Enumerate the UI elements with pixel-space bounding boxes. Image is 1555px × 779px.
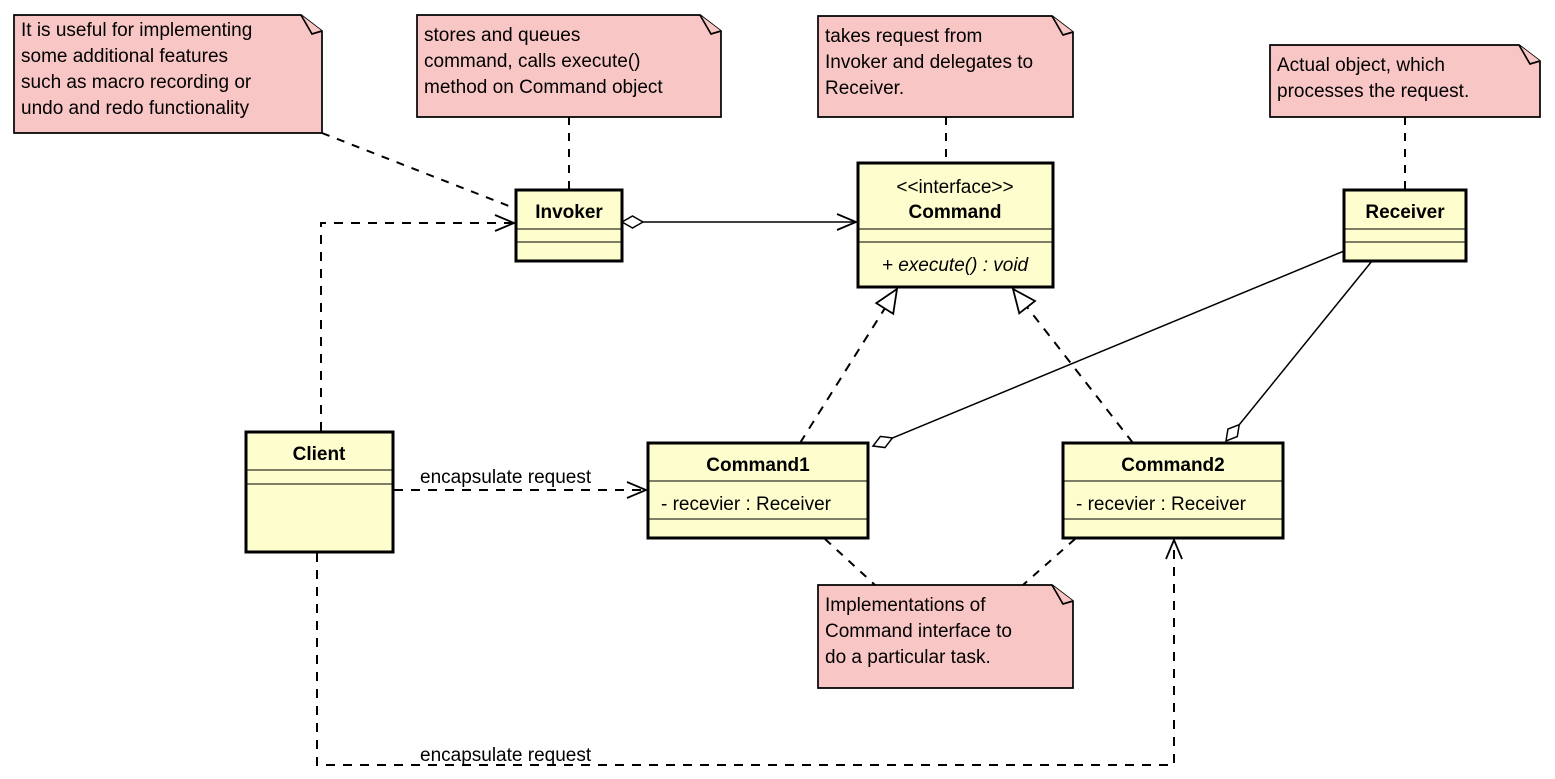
note-receiver-line: processes the request.: [1277, 81, 1469, 102]
class-command2: Command2 - recevier : Receiver: [1061, 441, 1285, 540]
note-receiver-line: Actual object, which: [1277, 55, 1445, 76]
class-command1-attribute: - recevier : Receiver: [661, 494, 832, 515]
note-command-line: Receiver.: [825, 78, 904, 99]
note-command-line: Invoker and delegates to: [825, 52, 1033, 73]
note-fold-icon: [1051, 15, 1074, 37]
class-command1: Command1 - recevier : Receiver: [646, 441, 870, 540]
note-implementations-line: Command interface to: [825, 621, 1012, 642]
note-implementations-line: Implementations of: [825, 595, 986, 616]
class-receiver: Receiver: [1342, 188, 1468, 263]
edge-client-command1-label: encapsulate request: [420, 467, 592, 488]
note-usefulness: It is useful for implementing some addit…: [13, 14, 323, 134]
note-invoker-line: command, calls execute(): [424, 51, 640, 72]
class-command-rect: [856, 161, 1055, 289]
edge-receiver-command1: [873, 250, 1345, 446]
class-command-operation: + execute() : void: [882, 255, 1030, 276]
note-invoker-body: [416, 14, 722, 118]
note-link-command1-implementations: [824, 538, 876, 586]
class-invoker-name: Invoker: [535, 202, 603, 223]
note-fold-icon: [1518, 44, 1541, 66]
class-command1-name: Command1: [706, 455, 810, 476]
class-invoker-rect: [514, 188, 624, 263]
note-invoker-line: stores and queues: [424, 25, 580, 46]
note-command-line: takes request from: [825, 26, 982, 47]
note-receiver-body: [1269, 44, 1541, 118]
note-fold-icon: [300, 14, 323, 36]
note-command: takes request from Invoker and delegates…: [817, 15, 1074, 118]
class-client-name: Client: [293, 444, 346, 465]
note-link-command2-implementations: [1022, 538, 1076, 586]
class-command2-attribute: - recevier : Receiver: [1076, 494, 1247, 515]
note-fold-icon: [699, 14, 722, 36]
note-usefulness-line: some additional features: [21, 46, 228, 67]
edge-command1-command-realization: [799, 287, 899, 444]
class-command2-name: Command2: [1121, 455, 1224, 476]
note-implementations-body: [817, 584, 1074, 689]
note-fold-icon: [1051, 584, 1074, 606]
note-implementations: Implementations of Command interface to …: [817, 584, 1074, 689]
note-usefulness-line: such as macro recording or: [21, 72, 252, 93]
note-implementations-line: do a particular task.: [825, 647, 991, 668]
class-command-name: Command: [909, 202, 1002, 223]
note-command-body: [817, 15, 1074, 118]
edge-receiver-command2: [1226, 260, 1373, 441]
note-invoker-line: method on Command object: [424, 77, 663, 98]
edge-client-invoker: [320, 214, 517, 431]
class-client: Client: [244, 430, 395, 554]
edge-client-command2: [316, 537, 1183, 766]
edge-client-command2-label: encapsulate request: [420, 745, 592, 766]
class-invoker: Invoker: [514, 188, 624, 263]
class-receiver-name: Receiver: [1365, 202, 1445, 223]
note-usefulness-line: undo and redo functionality: [21, 98, 250, 119]
class-client-rect: [244, 430, 395, 554]
note-invoker: stores and queues command, calls execute…: [416, 14, 722, 118]
class-command-stereotype: <<interface>>: [896, 177, 1013, 198]
note-receiver: Actual object, which processes the reque…: [1269, 44, 1541, 118]
note-usefulness-body: [13, 14, 323, 134]
note-usefulness-line: It is useful for implementing: [21, 20, 252, 41]
class-receiver-rect: [1342, 188, 1468, 263]
class-command: <<interface>> Command + execute() : void: [856, 161, 1055, 289]
note-link-usefulness-invoker: [321, 132, 515, 209]
